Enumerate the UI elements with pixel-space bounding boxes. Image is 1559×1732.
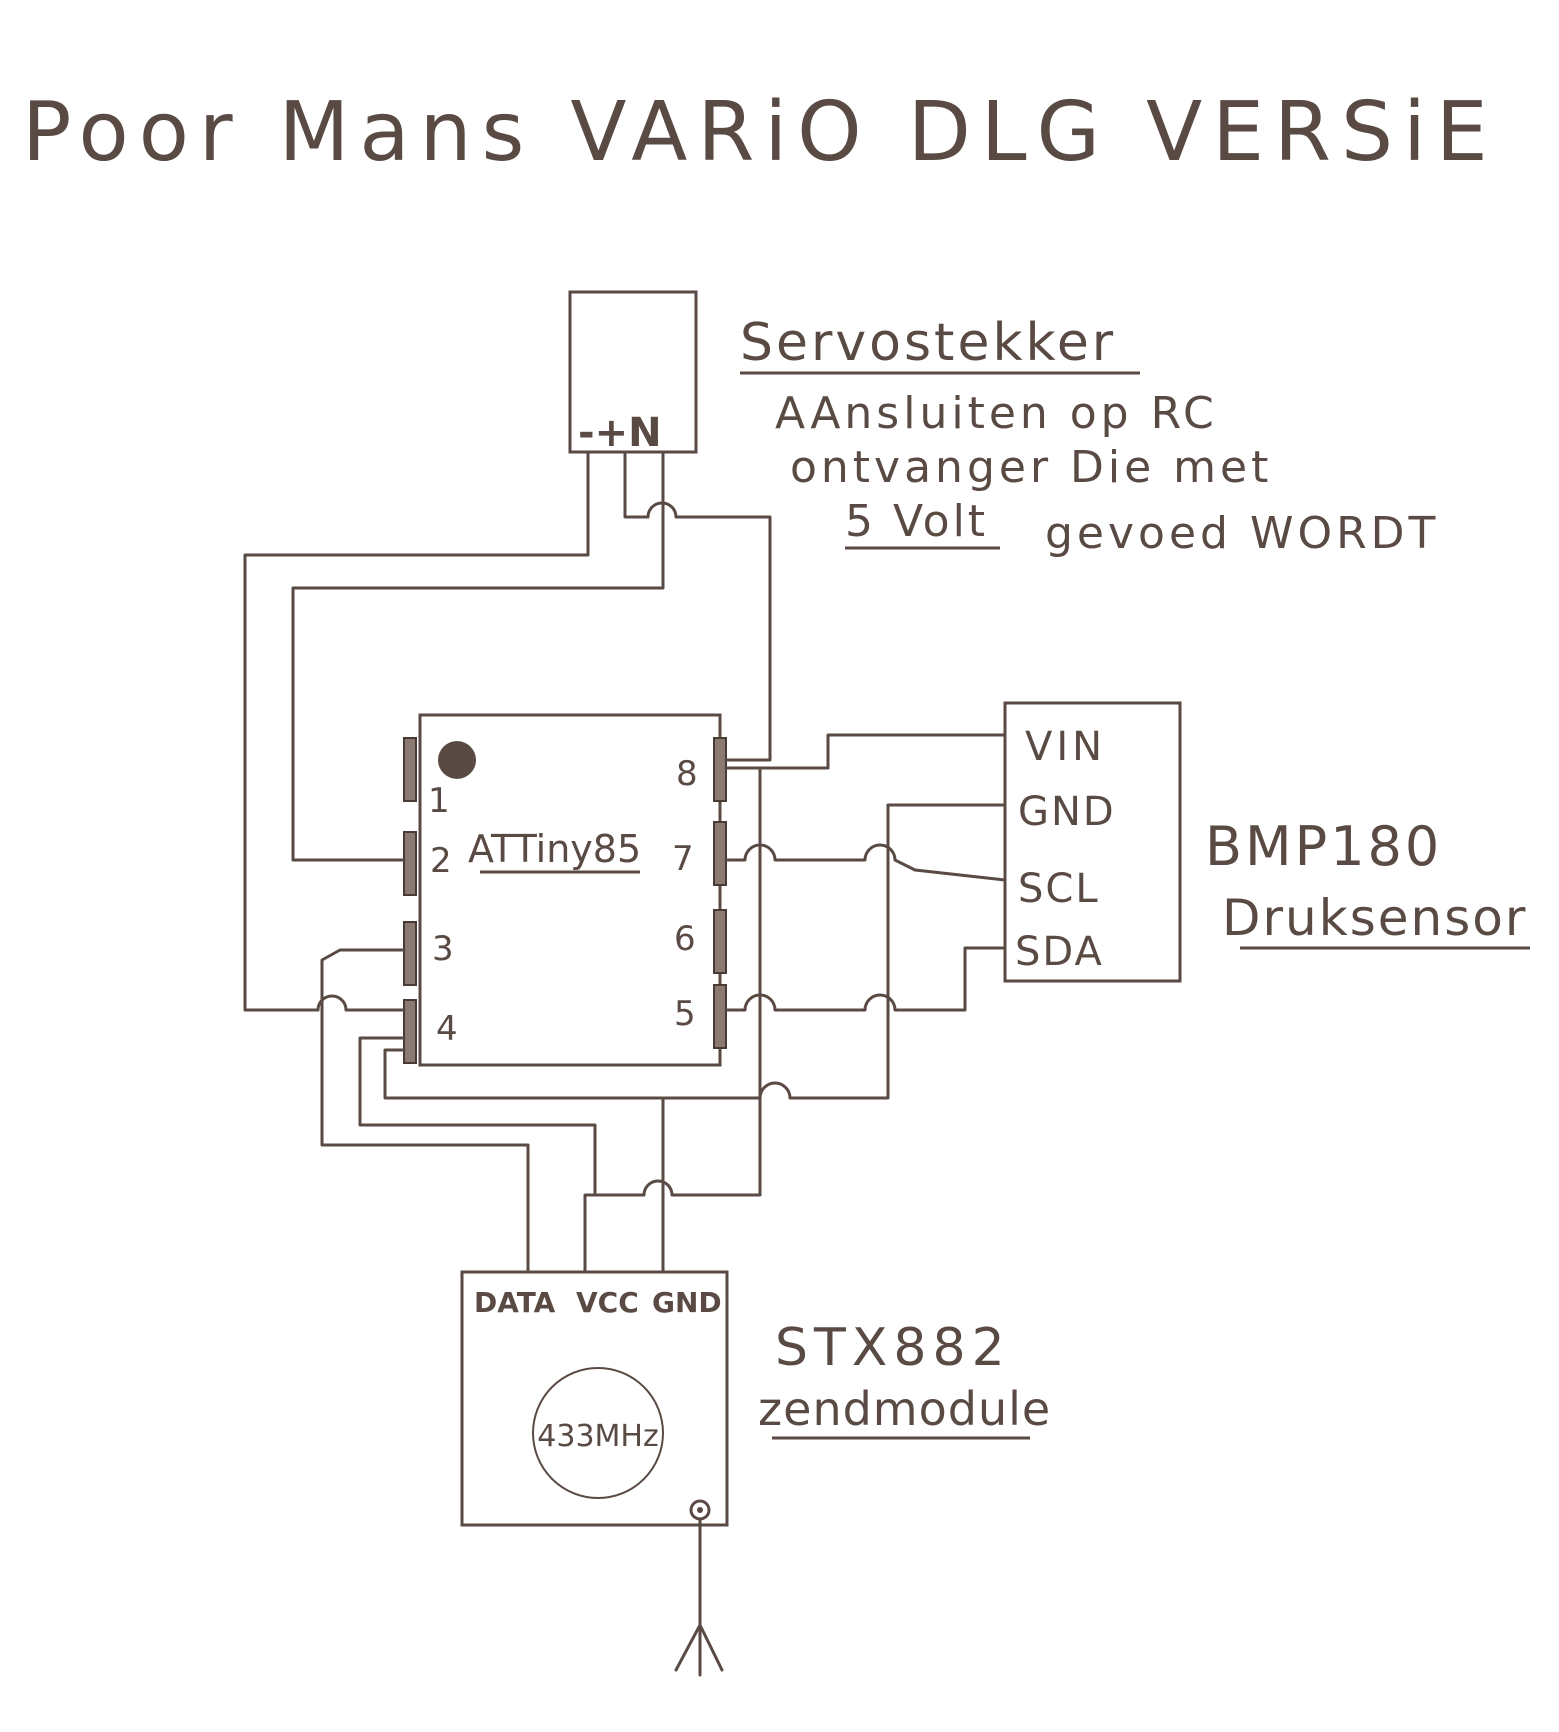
- pin-number-1: 1: [428, 781, 450, 821]
- wire-servo-gnd: [243, 450, 590, 1012]
- wire-sensor-gnd: [383, 803, 1007, 1100]
- wire-pin7-scl: [724, 843, 1007, 882]
- tx-frequency: 433MHz: [537, 1419, 658, 1454]
- transmitter-subtitle: zendmodule: [758, 1382, 1051, 1436]
- wire-servo-vcc: [623, 450, 772, 762]
- chip-pin-5: [713, 984, 727, 1049]
- tx-pin-vcc: VCC: [576, 1286, 639, 1319]
- pin-number-6: 6: [674, 919, 696, 959]
- pin-number-5: 5: [674, 994, 696, 1034]
- servo-note-voltage: 5 Volt: [845, 496, 988, 547]
- sensor-pin-gnd: GND: [1018, 789, 1116, 835]
- tx-pin-data: DATA: [474, 1286, 556, 1319]
- servo-note-rest: gevoed WORDT: [1045, 508, 1439, 559]
- chip-label: ATTiny85: [468, 827, 641, 871]
- servo-note-line-2: ontvanger Die met: [790, 442, 1272, 493]
- sensor-subtitle: Druksensor: [1222, 889, 1527, 947]
- wire-pin8-vin: [724, 733, 1007, 770]
- wire-pin4-bus: [358, 1036, 597, 1197]
- wire-servo-signal: [291, 450, 665, 862]
- wiring: [243, 450, 1007, 1274]
- transmitter-label: STX882: [775, 1318, 1011, 1378]
- chip-pin-3: [403, 921, 417, 986]
- chip-pin-8: [713, 737, 727, 802]
- wire-pin3-data: [320, 948, 530, 1274]
- sensor-pin-sda: SDA: [1015, 929, 1104, 975]
- stx882-transmitter: DATA VCC GND 433MHz: [460, 1270, 729, 1527]
- page-title: Poor Mans VARiO DLG VERSiE: [22, 85, 1498, 180]
- chip-pin-4: [403, 999, 417, 1064]
- servo-connector: -+N: [568, 290, 698, 456]
- sensor-pin-vin: VIN: [1025, 724, 1106, 770]
- servo-label: Servostekker: [740, 313, 1116, 373]
- pin-number-2: 2: [430, 841, 452, 881]
- tx-pin-gnd: GND: [652, 1286, 722, 1319]
- wire-vcc-transmitter: [583, 768, 762, 1274]
- pin1-marker-dot: [438, 741, 476, 779]
- chip-pin-7: [713, 821, 727, 886]
- sensor-pin-scl: SCL: [1018, 866, 1100, 912]
- bmp180-sensor: VIN GND SCL SDA: [1003, 701, 1182, 983]
- servo-connector-body: [568, 290, 698, 454]
- chip-pin-6: [713, 909, 727, 974]
- servo-pin-labels: -+N: [578, 410, 662, 456]
- pin-number-3: 3: [432, 929, 454, 969]
- chip-body: [418, 713, 722, 1067]
- chip-pin-1: [403, 737, 417, 802]
- transmitter-body: [460, 1270, 729, 1527]
- pin-number-7: 7: [672, 839, 694, 879]
- chip-pin-2: [403, 831, 417, 896]
- pin-number-4: 4: [436, 1009, 458, 1049]
- antenna-pad-center: [697, 1507, 703, 1513]
- sensor-label: BMP180: [1205, 815, 1442, 878]
- pin-number-8: 8: [676, 754, 698, 794]
- sensor-body: [1003, 701, 1182, 983]
- servo-note-line-1: AAnsluiten op RC: [775, 388, 1218, 439]
- crystal-oscillator: [532, 1367, 664, 1499]
- attiny85-chip: 1 2 3 4 5 6 7 8 ATTiny85: [403, 713, 727, 1067]
- wire-servo-gnd-hop: [316, 994, 406, 1012]
- antenna: [674, 1517, 724, 1677]
- wire-pin5-sda: [724, 946, 1007, 1012]
